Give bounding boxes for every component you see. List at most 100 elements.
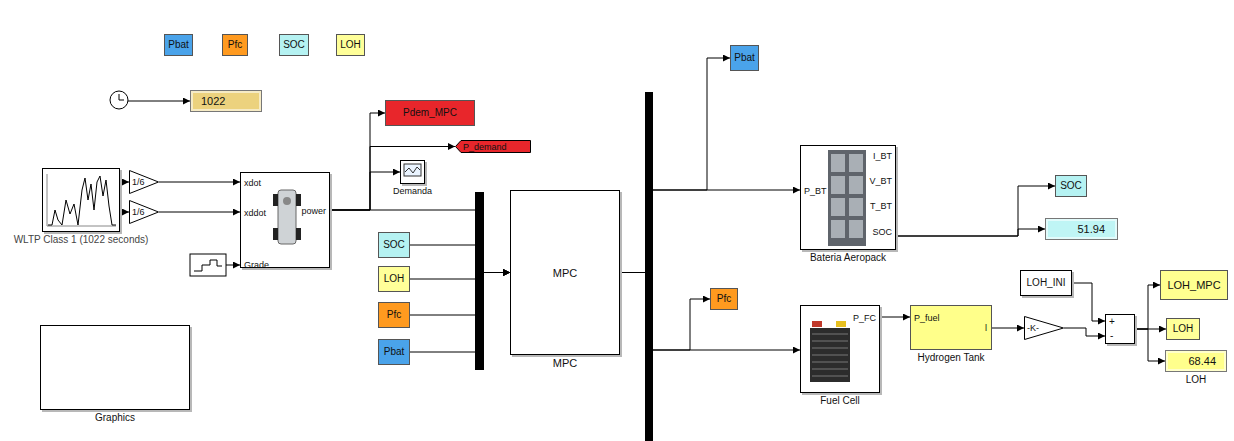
goto-tag: LOH <box>1166 318 1200 340</box>
block-label: P_fuel <box>914 313 940 324</box>
port-label: - <box>1110 330 1113 342</box>
from-tag: SOC <box>378 232 410 258</box>
block-label: + <box>1109 316 1115 328</box>
subsystem-block: Graphics <box>40 325 190 410</box>
port-label: Fuel Cell <box>820 395 859 407</box>
port-label: SOC <box>872 227 892 238</box>
from-tag: Pfc <box>378 302 410 328</box>
block-label: SOC <box>283 39 305 51</box>
goto-tag: Pbat <box>730 45 759 71</box>
block-label: Pbat <box>384 346 405 358</box>
gain-block: -K- <box>1024 316 1064 340</box>
signal-line <box>330 147 455 211</box>
signal-line <box>1064 328 1105 336</box>
goto-tag: Pfc <box>222 34 248 56</box>
block-label: Pfc <box>717 293 731 305</box>
block-label: Pdem_MPC <box>403 107 457 119</box>
vehicle-picture <box>241 173 329 267</box>
gain-block: 1/6 <box>129 170 159 194</box>
block-label: LOH <box>340 39 361 51</box>
signal-line <box>159 182 240 183</box>
display-block: 1022 <box>190 90 262 112</box>
signal-line <box>159 212 240 213</box>
signal-line <box>120 182 129 183</box>
goto-tag: SOC <box>279 34 309 56</box>
port-label: power <box>301 206 326 217</box>
signal-line <box>330 113 385 210</box>
signal-line <box>896 186 1055 236</box>
signal-builder-block: WLTP Class 1 (1022 seconds) <box>42 168 120 232</box>
signal-line <box>620 273 710 351</box>
signal-line <box>410 273 510 280</box>
signal-line <box>880 317 910 318</box>
block-label: 1022 <box>201 95 225 108</box>
port-label: l <box>985 323 987 334</box>
controller-block: MPCMPC <box>510 190 620 355</box>
block-label: P_FC <box>853 313 876 324</box>
goto-tag: Pfc <box>710 288 738 310</box>
block-label: LOH_MPC <box>1167 279 1220 292</box>
gain-triangle <box>130 171 159 194</box>
goto-tag: SOC <box>1055 175 1087 197</box>
port-label: I_BT <box>873 151 892 162</box>
signal-line <box>330 172 400 210</box>
port-label: Bateria Aeropack <box>810 252 886 264</box>
port-label: LOH <box>1186 374 1207 386</box>
signal-line <box>226 265 240 266</box>
goto-tag: LOH <box>336 34 365 56</box>
constant-block: LOH_INI <box>1020 270 1072 296</box>
block-label: 1/6 <box>132 177 145 188</box>
demux-bar <box>645 92 653 441</box>
hydrogen-tank-block: P_fuellHydrogen Tank <box>910 305 992 350</box>
block-label: MPC <box>553 266 577 279</box>
mux-bar <box>475 192 484 370</box>
block-label: P_demand <box>463 141 507 152</box>
port-label: xddot <box>244 208 266 219</box>
clock-symbol <box>110 91 128 109</box>
from-tag: LOH <box>378 266 410 292</box>
goto-tag: LOH_MPC <box>1160 270 1228 300</box>
goto-tag: Pdem_MPC <box>385 100 475 126</box>
block-label: LOH <box>1173 323 1194 335</box>
signal-line <box>992 328 1024 329</box>
block-label: LOH <box>384 273 405 285</box>
block-label: Pbat <box>734 52 755 64</box>
port-label: Hydrogen Tank <box>917 352 984 364</box>
fuel-cell-picture <box>801 306 879 392</box>
scope-block: Demanda <box>400 160 425 184</box>
block-label: LOH_INI <box>1027 277 1066 289</box>
block-label: Demanda <box>393 186 432 197</box>
signal-source-icon <box>43 169 119 231</box>
goto-tag: Pbat <box>164 34 193 56</box>
sum-block: +- <box>1105 314 1135 344</box>
signal-line <box>1135 285 1160 329</box>
block-label: Pbat <box>168 39 189 51</box>
block-label: Graphics <box>95 412 135 424</box>
signal-line <box>1072 283 1105 321</box>
block-label: SOC <box>1060 180 1082 192</box>
fuel-cell-block: P_FCFuel Cell <box>800 305 880 393</box>
flag-outline <box>456 141 531 153</box>
gain-triangle <box>130 201 159 224</box>
battery-picture <box>801 146 895 249</box>
port-label: Grade <box>244 260 269 271</box>
display-block: 68.44LOH <box>1165 350 1227 372</box>
signal-line <box>410 273 510 316</box>
block-label: 1/6 <box>132 207 145 218</box>
block-label: WLTP Class 1 (1022 seconds) <box>14 234 149 246</box>
port-label: V_BT <box>869 176 892 187</box>
signal-line <box>120 212 129 213</box>
block-label: 51.94 <box>1077 223 1105 236</box>
signal-line <box>128 101 190 102</box>
signal-line <box>896 229 1045 236</box>
grade-source <box>190 254 226 276</box>
signal-line <box>1135 329 1165 361</box>
port-label: MPC <box>553 357 577 370</box>
gain-triangle <box>1025 317 1064 340</box>
battery-block: P_BTI_BTV_BTT_BTSOCBateria Aeropack <box>800 145 896 250</box>
scope-icon <box>401 161 424 183</box>
signal-line <box>410 245 510 273</box>
display-block: 51.94 <box>1045 218 1118 240</box>
signal-line <box>410 273 510 353</box>
